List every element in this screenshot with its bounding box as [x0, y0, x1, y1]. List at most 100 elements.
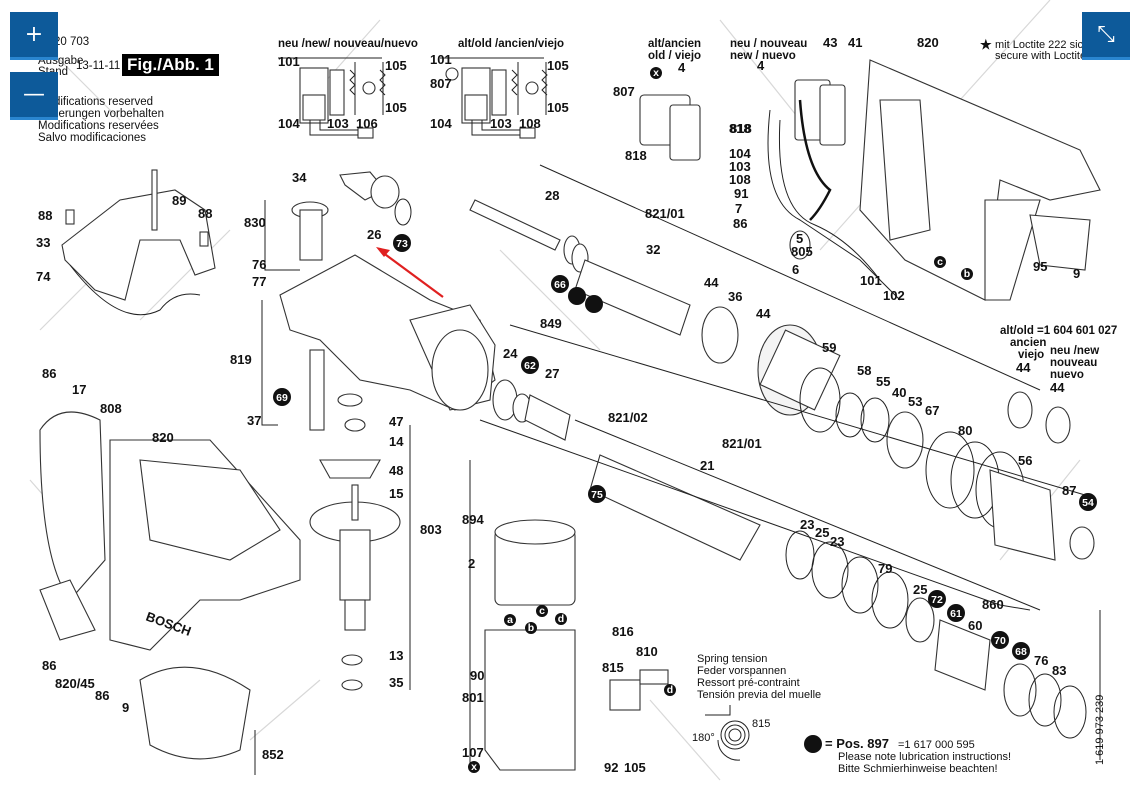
part-label-91: 91: [734, 186, 748, 201]
part-label-23b: 23: [830, 534, 844, 549]
svg-text:180°: 180°: [692, 732, 715, 744]
part-label-810: 810: [636, 644, 658, 659]
part-label-821_01b: 821/01: [722, 436, 762, 451]
part-label-860: 860: [982, 597, 1004, 612]
part-label-21: 21: [700, 458, 714, 473]
badge-68: 68: [1012, 642, 1030, 660]
part-label-59: 59: [822, 340, 836, 355]
badge-75: 75: [588, 485, 606, 503]
part-label-88b: 88: [198, 206, 212, 221]
svg-text:Please note lubrication instru: Please note lubrication instructions!: [838, 751, 1011, 763]
svg-text:68: 68: [1015, 646, 1027, 658]
minus-icon: —: [23, 82, 45, 107]
part-label-14: 14: [389, 434, 404, 449]
part-label-86c: 86: [95, 688, 109, 703]
spring-tension-sketch: [705, 705, 750, 761]
part-label-67: 67: [925, 403, 939, 418]
svg-text:nouveau: nouveau: [1050, 357, 1097, 369]
svg-text:69: 69: [276, 392, 288, 404]
svg-text:4: 4: [678, 60, 686, 75]
gearbox-housing: [279, 171, 496, 432]
part-label-816: 816: [612, 624, 634, 639]
part-label-86b: 86: [42, 658, 56, 673]
svg-text:54: 54: [1082, 497, 1094, 509]
svg-text:66: 66: [554, 279, 566, 291]
svg-text:106: 106: [356, 116, 378, 131]
svg-text:b: b: [528, 622, 534, 634]
badge-61: 61: [947, 604, 965, 622]
svg-text:old / viejo: old / viejo: [648, 50, 701, 62]
gear-cover-assembly: [61, 169, 216, 316]
svg-text:★: ★: [980, 37, 992, 52]
part-label-23a: 23: [800, 517, 814, 532]
part-label-55: 55: [876, 374, 890, 389]
modifications-note: Modifications reserved Änderungen vorbeh…: [38, 96, 164, 144]
svg-text:105: 105: [547, 100, 569, 115]
svg-text:44: 44: [1050, 380, 1065, 395]
svg-text:103: 103: [490, 116, 512, 131]
part-label-89: 89: [172, 193, 186, 208]
svg-text:x: x: [471, 761, 477, 773]
svg-text:61: 61: [950, 608, 962, 620]
part-label-36: 36: [728, 289, 742, 304]
part-label-60: 60: [968, 618, 982, 633]
svg-text:72: 72: [931, 594, 943, 606]
part-label-90: 90: [470, 668, 484, 683]
spindle-assembly: [469, 199, 1095, 739]
wiring-old-title: alt/old /ancien/viejo: [458, 38, 564, 50]
part-label-15: 15: [389, 486, 403, 501]
svg-text:815: 815: [752, 718, 770, 730]
issue-date: 13-11-11: [76, 60, 121, 72]
svg-text:818: 818: [730, 121, 752, 136]
part-label-803: 803: [420, 522, 442, 537]
part-label-53: 53: [908, 394, 922, 409]
part-label-40: 40: [892, 385, 906, 400]
svg-text:104: 104: [430, 116, 452, 131]
svg-text:Bitte Schmierhinweise beachten: Bitte Schmierhinweise beachten!: [838, 763, 998, 775]
svg-text:807: 807: [430, 76, 452, 91]
badge-73: 73: [393, 234, 411, 252]
badge-54: 54: [1079, 493, 1097, 511]
zoom-in-button[interactable]: +: [10, 12, 58, 60]
wiring-diagram-new: [278, 57, 386, 139]
badge-72: 72: [928, 590, 946, 608]
part-label-6: 6: [792, 262, 799, 277]
part-label-74: 74: [36, 269, 51, 284]
svg-text:41: 41: [848, 35, 862, 50]
part-label-95: 95: [1033, 259, 1047, 274]
part-label-9a: 9: [122, 700, 129, 715]
armature-assembly: [309, 459, 401, 691]
part-label-852: 852: [262, 747, 284, 762]
plus-icon: +: [24, 22, 44, 47]
part-label-25b: 25: [913, 582, 927, 597]
svg-text:ancien: ancien: [1010, 337, 1046, 349]
part-label-107: 107: [462, 745, 484, 760]
svg-text:nuevo: nuevo: [1050, 369, 1084, 381]
svg-text:43: 43: [823, 35, 837, 50]
wiring-diagram-old: [440, 57, 548, 139]
part-label-24: 24: [503, 346, 518, 361]
part-label-821_01a: 821/01: [645, 206, 685, 221]
part-label-44b: 44: [756, 306, 771, 321]
svg-text:alt/ancien: alt/ancien: [648, 38, 701, 50]
svg-text:73: 73: [396, 238, 408, 250]
zoom-out-button[interactable]: —: [10, 72, 58, 120]
part-label-102: 102: [883, 288, 905, 303]
part-label-821_02: 821/02: [608, 410, 648, 425]
part-label-25a: 25: [815, 525, 829, 540]
collapse-fullscreen-button[interactable]: ⤡: [1082, 12, 1130, 60]
svg-text:105: 105: [547, 58, 569, 73]
badges: 73 69 66 62 75 54 72 61 70 68: [273, 234, 1097, 753]
part-label-28: 28: [545, 188, 559, 203]
part-label-17: 17: [72, 382, 86, 397]
part-label-86a: 86: [42, 366, 56, 381]
svg-text:Feder vorspannen: Feder vorspannen: [697, 665, 786, 677]
svg-text:a: a: [507, 614, 513, 626]
part-label-34: 34: [292, 170, 307, 185]
part-label-5: 5: [796, 231, 803, 246]
svg-text:820: 820: [917, 35, 939, 50]
part-label-48: 48: [389, 463, 403, 478]
stator-and-brushes: [469, 460, 669, 771]
